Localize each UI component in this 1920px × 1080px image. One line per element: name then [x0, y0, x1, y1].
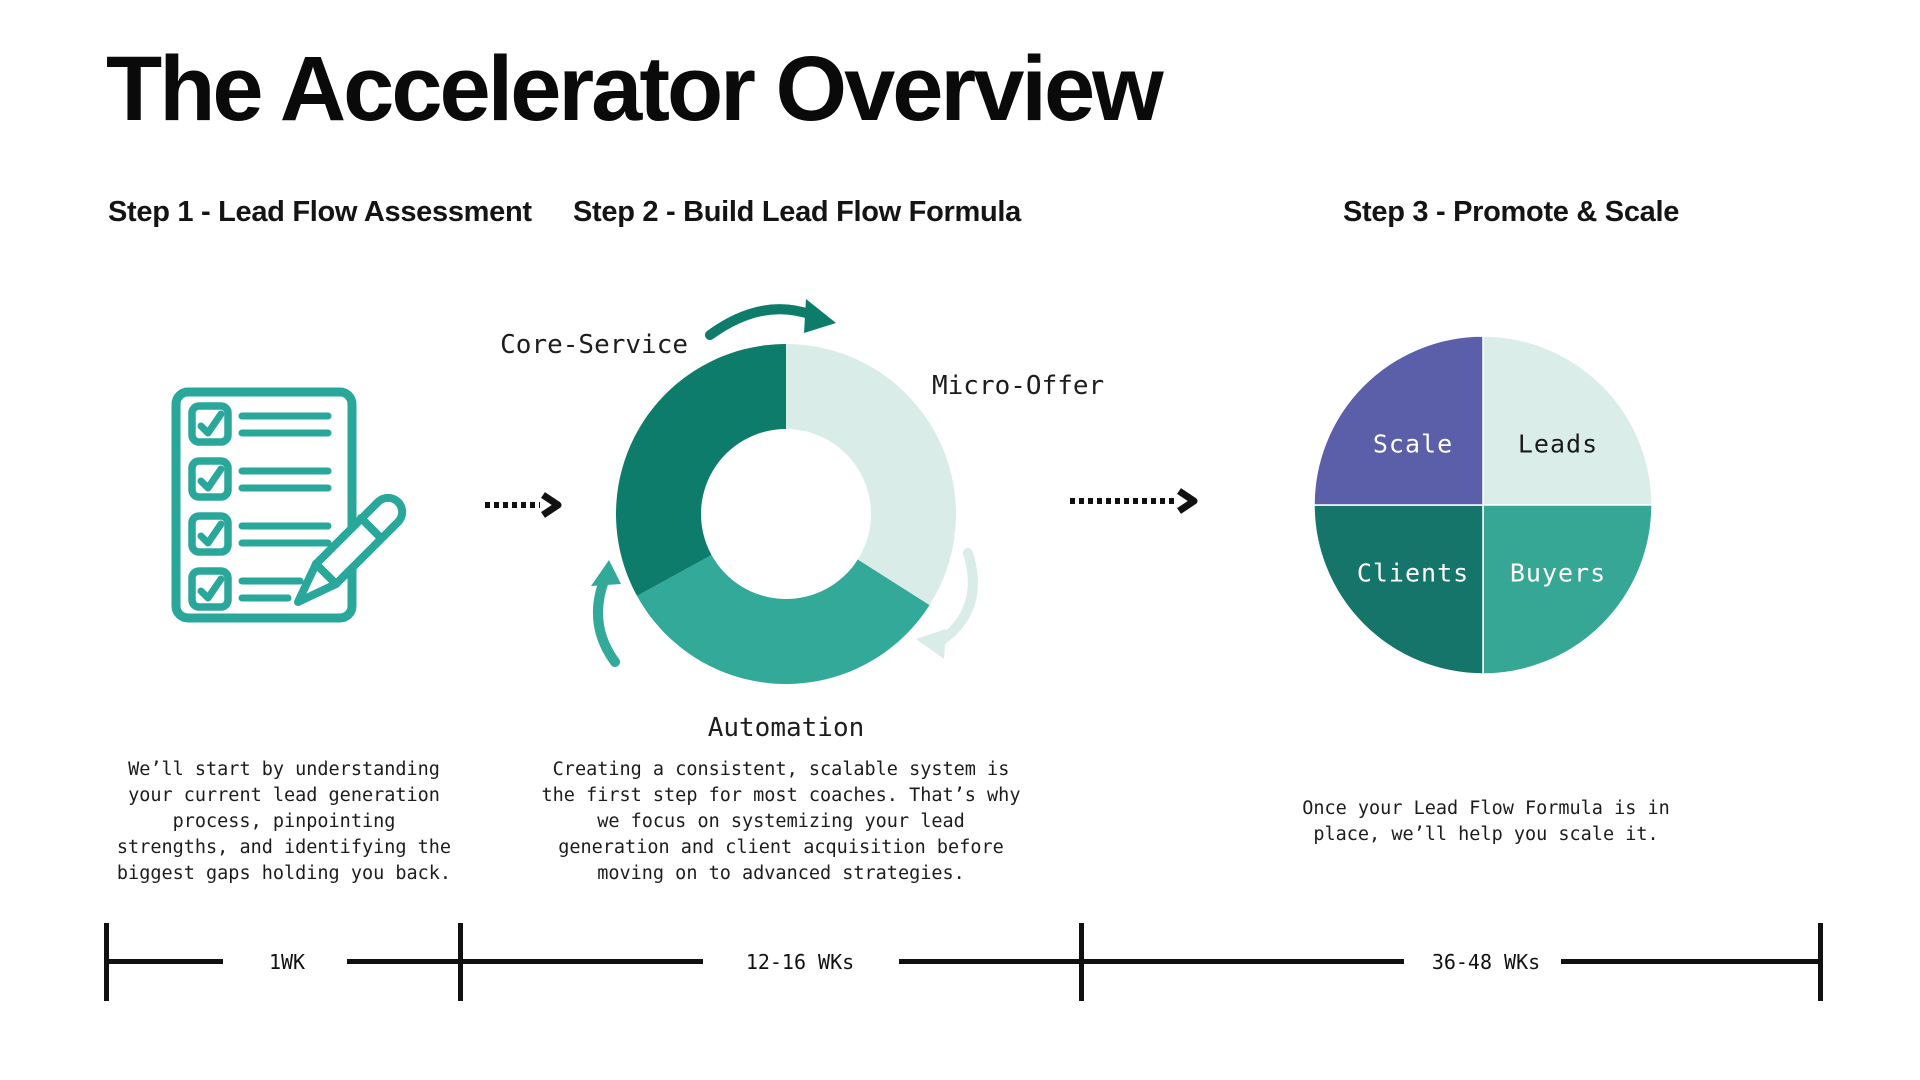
- pie-label-leads: Leads: [1517, 429, 1599, 459]
- dashed-arrow-step1-to-step2: [485, 492, 562, 518]
- donut-label-core-service: Core-Service: [500, 330, 688, 360]
- donut-label-automation: Automation: [707, 713, 865, 743]
- pie-label-buyers: Buyers: [1509, 558, 1607, 588]
- timeline-line: [104, 959, 223, 964]
- timeline-duration-step2: 12-16 WKs: [745, 950, 855, 974]
- promote-scale-pie-chart: [1313, 335, 1653, 675]
- chart-segment-leads: [1482, 335, 1653, 506]
- clipboard-paper: [171, 387, 357, 623]
- chart-segment-micro-offer: [786, 344, 956, 606]
- donut-label-micro-offer: Micro-Offer: [932, 371, 1105, 401]
- timeline-duration-step1: 1WK: [268, 950, 306, 974]
- timeline-line: [899, 959, 1404, 964]
- step-1-header: Step 1 - Lead Flow Assessment: [108, 196, 532, 228]
- step-2-header: Step 2 - Build Lead Flow Formula: [573, 196, 1021, 228]
- chart-segment-automation: [637, 554, 930, 684]
- cycle-arrow-right-icon: [916, 548, 978, 659]
- timeline-line: [1561, 959, 1821, 964]
- step-1-description: We’ll start by understanding your curren…: [116, 759, 452, 884]
- pencil-icon: [294, 493, 407, 606]
- lead-flow-donut-chart: [596, 324, 976, 704]
- chart-segment-scale: [1313, 335, 1484, 506]
- chart-segment-core-service: [616, 344, 786, 596]
- cycle-arrow-left-icon: [591, 560, 621, 667]
- chart-segment-buyers: [1482, 504, 1653, 675]
- timeline-duration-step3: 36-48 WKs: [1431, 950, 1541, 974]
- page-title: The Accelerator Overview: [106, 38, 1164, 140]
- pie-label-scale: Scale: [1372, 429, 1454, 459]
- checklist-icon: [171, 387, 407, 623]
- step-3-header: Step 3 - Promote & Scale: [1343, 196, 1680, 228]
- chart-segment-clients: [1313, 504, 1484, 675]
- pie-label-clients: Clients: [1356, 558, 1470, 588]
- timeline-line: [347, 959, 703, 964]
- step-3-description: Once your Lead Flow Formula is in place,…: [1302, 798, 1670, 845]
- step-2-description: Creating a consistent, scalable system i…: [541, 759, 1021, 884]
- dashed-arrow-step2-to-step3: [1070, 488, 1198, 514]
- cycle-arrow-top-icon: [705, 299, 836, 340]
